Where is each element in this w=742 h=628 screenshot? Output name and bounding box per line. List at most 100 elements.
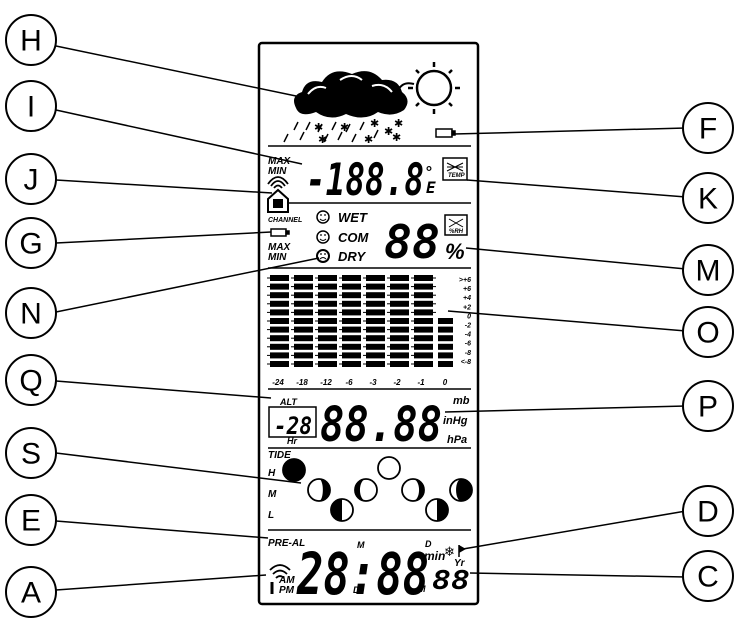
bar-segment xyxy=(294,275,313,281)
bar-segment xyxy=(342,318,361,324)
com-label: COM xyxy=(338,230,370,245)
callout-N: N xyxy=(5,287,57,339)
bar-segment xyxy=(318,309,337,316)
min-label: min xyxy=(424,549,445,563)
callout-letter: N xyxy=(20,298,42,331)
callout-Q: Q xyxy=(5,354,57,406)
bar-segment xyxy=(342,283,361,290)
callout-F: F xyxy=(682,102,734,154)
moon-shadow xyxy=(355,479,366,501)
callout-I: I xyxy=(5,80,57,132)
bar-y-label: 0 xyxy=(467,313,471,320)
bar-y-label: +2 xyxy=(463,304,471,311)
bar-segment xyxy=(294,352,313,359)
bar-y-label: <-8 xyxy=(461,359,471,366)
am-label: AM xyxy=(278,575,295,586)
pm-label: PM xyxy=(279,585,295,596)
bar-x-label: -24 xyxy=(272,378,284,387)
bar-segment xyxy=(438,352,453,359)
bar-segment xyxy=(414,335,433,342)
bar-segment xyxy=(318,283,337,290)
bar-segment xyxy=(318,352,337,359)
dry-label: DRY xyxy=(338,249,367,264)
alarm-icon xyxy=(458,545,466,557)
bar-segment xyxy=(390,335,409,342)
bar-segment xyxy=(270,300,289,307)
bar-segment xyxy=(294,318,313,324)
pressure-digits: 88.88 xyxy=(320,397,442,453)
bar-y-label: +4 xyxy=(463,295,471,302)
callout-letter: G xyxy=(19,228,42,261)
bar-y-label: -8 xyxy=(465,350,471,357)
callout-letter: J xyxy=(24,164,39,197)
bar-segment xyxy=(318,326,337,333)
svg-text:✱: ✱ xyxy=(370,117,379,130)
bar-segment xyxy=(414,318,433,324)
bar-segment xyxy=(294,283,313,290)
callout-H: H xyxy=(5,14,57,66)
bar-segment xyxy=(342,343,361,350)
temp-icon-label: TEMP xyxy=(448,173,466,179)
callout-letter: I xyxy=(27,91,35,124)
pressure-hours-digits: -28 xyxy=(274,412,312,440)
bar-segment xyxy=(270,292,289,299)
temp-trend-icon: TEMP xyxy=(442,157,468,181)
bar-segment xyxy=(390,300,409,307)
bar-x-label: -1 xyxy=(417,378,425,387)
bar-segment xyxy=(438,361,453,367)
callout-letter: P xyxy=(698,391,718,424)
alt-label: ALT xyxy=(279,397,298,407)
bar-y-label: -2 xyxy=(465,323,471,330)
bar-segment xyxy=(390,283,409,290)
bar-segment xyxy=(390,275,409,281)
bar-segment xyxy=(414,309,433,316)
bar-segment xyxy=(438,343,453,350)
callout-letter: K xyxy=(698,183,718,216)
snowflake-icon: ❄ xyxy=(444,545,455,560)
humidity-trend-icon: %RH xyxy=(444,214,468,236)
bar-segment xyxy=(270,343,289,350)
bar-segment xyxy=(342,361,361,367)
unit-mb: mb xyxy=(453,395,470,407)
bar-segment xyxy=(390,361,409,367)
clock-d-top: D xyxy=(425,539,432,549)
cloud-icon xyxy=(307,75,393,95)
tide-high-label: H xyxy=(268,468,276,479)
callout-letter: Q xyxy=(19,365,42,398)
bar-segment xyxy=(438,335,453,342)
radio-signal-icon xyxy=(269,564,291,594)
callout-letter: S xyxy=(21,438,41,471)
bar-segment xyxy=(318,343,337,350)
wet-face-icon xyxy=(316,210,330,224)
svg-text:✱: ✱ xyxy=(314,121,323,134)
bar-y-label: +6 xyxy=(463,286,471,293)
weather-forecast-icon: ✱✱✱ ✱✱✱ ✱✱ xyxy=(283,62,460,146)
sun-icon xyxy=(408,62,460,114)
bar-segment xyxy=(438,318,453,324)
moon-phase-icons xyxy=(282,456,473,522)
bar-segment xyxy=(366,326,385,333)
hours-box xyxy=(268,406,317,438)
callout-letter: E xyxy=(21,505,41,538)
bar-segment xyxy=(270,318,289,324)
channel-max-label: MAX xyxy=(268,242,292,253)
humidity-icon-label: %RH xyxy=(449,229,464,235)
moon-shadow xyxy=(456,479,472,501)
clock-d-bottom: D xyxy=(353,585,360,595)
callout-E: E xyxy=(5,494,57,546)
svg-text:✱: ✱ xyxy=(392,131,401,144)
bar-segment xyxy=(414,292,433,299)
outdoor-battery-icon xyxy=(435,128,456,138)
bar-segment xyxy=(294,335,313,342)
bar-segment xyxy=(390,292,409,299)
channel-label: CHANNEL xyxy=(268,217,302,224)
bar-segment xyxy=(342,309,361,316)
temp-unit-letter: E xyxy=(426,178,436,197)
bar-segment xyxy=(342,335,361,342)
humidity-digits: 88 xyxy=(384,215,440,269)
bar-segment xyxy=(270,283,289,290)
bar-segment xyxy=(342,275,361,281)
snow-icon: ✱✱✱ ✱✱✱ ✱✱ xyxy=(314,117,403,146)
moon-shadow xyxy=(437,499,448,521)
